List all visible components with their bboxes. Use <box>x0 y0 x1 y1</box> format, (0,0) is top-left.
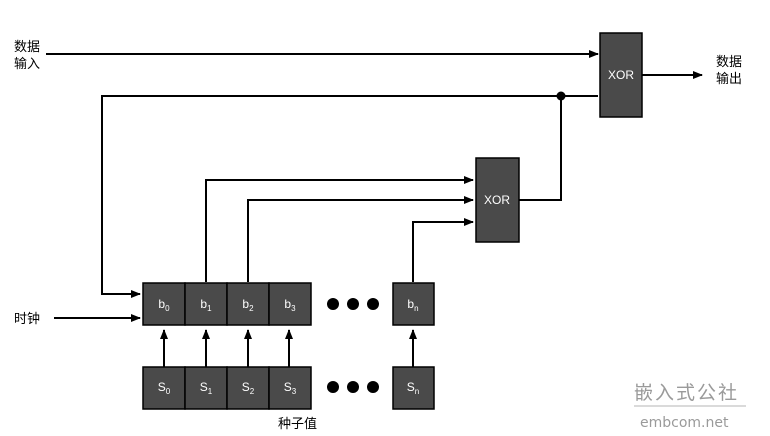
register-cell-b3 <box>268 282 312 326</box>
shift-register <box>142 282 435 326</box>
wire-feedback-loop <box>101 95 598 298</box>
seed-label-s1: S1 <box>200 380 213 396</box>
ellipsis-upper <box>327 298 379 310</box>
xor-gate-feedback: XOR <box>475 157 520 243</box>
clock-label: 时钟 <box>14 311 40 327</box>
register-label-bn: bn <box>407 297 418 313</box>
seed-label-s3: S3 <box>284 380 297 396</box>
seed-label: 种子值 <box>278 416 317 432</box>
data-output-label-line2: 输出 <box>716 71 742 87</box>
watermark-en: embcom.net <box>640 415 729 431</box>
seed-register <box>142 366 435 410</box>
wire-tap-b2 <box>247 196 474 282</box>
register-cell-b0 <box>142 282 186 326</box>
xor-feedback-label: XOR <box>484 193 510 207</box>
seed-label-s0: S0 <box>158 380 171 396</box>
watermark: 嵌入式公社 embcom.net <box>634 382 746 431</box>
wire-tap-bn <box>412 218 474 282</box>
register-cell-b1 <box>184 282 228 326</box>
seed-cell-s3 <box>268 366 312 410</box>
register-label-b1: b1 <box>200 297 212 313</box>
register-label-b2: b2 <box>242 297 254 313</box>
xor-gate-main: XOR <box>599 32 643 118</box>
seed-cell-sn <box>392 366 435 410</box>
register-cell-b2 <box>226 282 270 326</box>
seed-cell-s1 <box>184 366 228 410</box>
wire-tap-b1 <box>205 176 474 282</box>
wires <box>46 50 703 367</box>
seed-cell-s0 <box>142 366 186 410</box>
xor-main-label: XOR <box>608 68 634 82</box>
seed-label-s2: S2 <box>242 380 255 396</box>
seed-cell-s2 <box>226 366 270 410</box>
junction-dot <box>556 91 566 101</box>
data-input-label-line1: 数据 <box>14 40 40 55</box>
data-input-label-line2: 输入 <box>14 56 40 72</box>
register-cell-bn <box>392 282 435 326</box>
seed-label-sn: Sn <box>407 380 419 396</box>
ellipsis-lower <box>327 381 379 393</box>
register-label-b3: b3 <box>284 297 296 313</box>
register-label-b0: b0 <box>158 297 170 313</box>
wire-xor2-out <box>519 96 562 201</box>
data-output-label-line1: 数据 <box>716 55 742 70</box>
watermark-cn: 嵌入式公社 <box>634 382 739 404</box>
